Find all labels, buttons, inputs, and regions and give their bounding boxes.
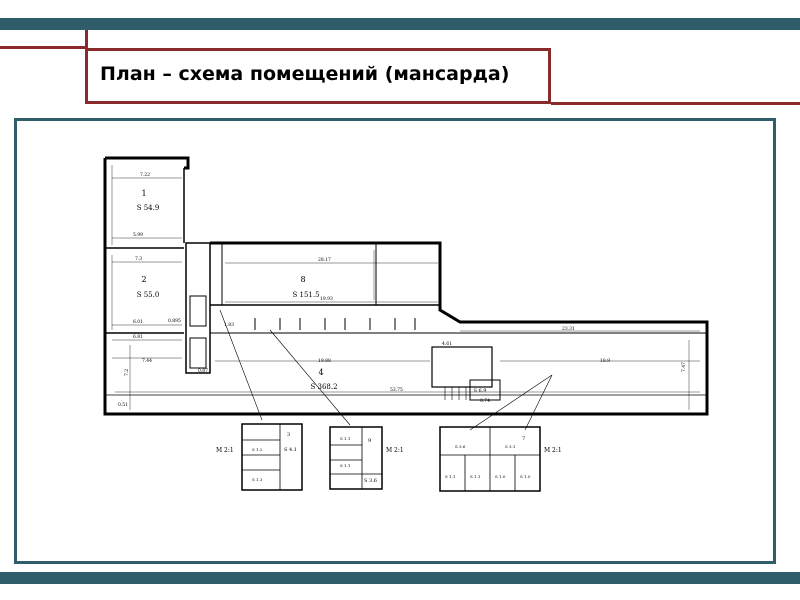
- svg-text:7.3: 7.3: [135, 256, 142, 262]
- svg-text:7.47: 7.47: [681, 362, 687, 372]
- dimension-lines: [111, 165, 700, 410]
- detail-2-scale: M 2:1: [386, 447, 404, 454]
- detail-3-sub4: S 1.0: [520, 474, 531, 479]
- svg-text:28.17: 28.17: [318, 257, 331, 263]
- leader-lines: [219, 309, 553, 431]
- svg-text:19.93: 19.93: [320, 296, 333, 302]
- svg-text:1.83: 1.83: [224, 322, 234, 328]
- detail-3-room: 7: [522, 436, 525, 442]
- detail-2-sub1: S 1.1: [340, 436, 350, 441]
- room-1-area: S 54.9: [137, 204, 160, 212]
- svg-text:4.61: 4.61: [442, 341, 452, 347]
- svg-text:6.01: 6.01: [133, 319, 143, 325]
- svg-text:7.22: 7.22: [140, 172, 150, 178]
- title-bottom-rule: [551, 102, 800, 105]
- room-4-area: S 368.2: [310, 383, 337, 391]
- svg-text:23.31: 23.31: [562, 326, 575, 332]
- dimension-labels: 7.22 5.99 7.3 6.01 6.81 7.44 28.17 19.93…: [118, 172, 687, 408]
- detail-1-sub2: S 1.3: [252, 477, 263, 482]
- room-8-area: S 151.5: [292, 291, 319, 299]
- room-8-number: 8: [300, 275, 305, 284]
- detail-3-sub1: S 1.1: [445, 474, 455, 479]
- svg-text:5.99: 5.99: [133, 232, 143, 238]
- detail-2-room: 9: [368, 438, 371, 444]
- detail-2-area: S 3.6: [364, 478, 377, 484]
- svg-text:0.895: 0.895: [168, 318, 181, 324]
- detail-3-sub3: S 1.0: [495, 474, 506, 479]
- detail-3-sub2: S 1.1: [470, 474, 480, 479]
- detail-1-area: S 4.1: [284, 447, 297, 453]
- title-top-rule: [0, 46, 88, 49]
- slide-title: План – схема помещений (мансарда): [100, 63, 510, 85]
- detail-3-scale: M 2:1: [544, 447, 562, 454]
- detail-1-scale: M 2:1: [216, 447, 234, 454]
- svg-text:0.87: 0.87: [198, 368, 208, 374]
- svg-text:19.88: 19.88: [318, 358, 331, 364]
- detail-1-room: 3: [287, 432, 290, 438]
- detail-2: M 2:1 9 S 3.6 S 1.1 S 1.1: [329, 426, 404, 490]
- room-2-area: S 55.0: [137, 291, 160, 299]
- svg-text:0.74: 0.74: [480, 398, 490, 404]
- plan-frame: [14, 118, 776, 564]
- top-accent-bar: [0, 18, 800, 30]
- detail-3-area-b: S 3.1: [505, 444, 515, 449]
- svg-text:0.51: 0.51: [118, 402, 128, 408]
- bottom-accent-bar: [0, 572, 800, 584]
- room-6-area: S 6.9: [474, 388, 487, 394]
- room-4-number: 4: [318, 368, 323, 377]
- title-left-rule: [85, 30, 88, 50]
- title-box: План – схема помещений (мансарда): [85, 48, 551, 104]
- svg-text:7.44: 7.44: [142, 358, 152, 364]
- detail-3-area-a: S 3.6: [455, 444, 466, 449]
- room-1-number: 1: [141, 189, 146, 198]
- detail-3: M 2:1 7 S 3.6 S 3.1 S 1.1 S 1.1 S 1.0 S …: [439, 426, 562, 492]
- main-walls: [103, 156, 709, 416]
- detail-2-sub2: S 1.1: [340, 463, 350, 468]
- svg-text:18.9: 18.9: [600, 358, 610, 364]
- svg-text:6.81: 6.81: [133, 334, 143, 340]
- detail-1-sub1: S 1.2: [252, 447, 263, 452]
- svg-text:53.75: 53.75: [390, 387, 403, 393]
- room-2-number: 2: [141, 275, 146, 284]
- detail-1: M 2:1 3 S 4.1 S 1.2 S 1.3: [216, 423, 303, 491]
- svg-text:7.2: 7.2: [124, 369, 130, 376]
